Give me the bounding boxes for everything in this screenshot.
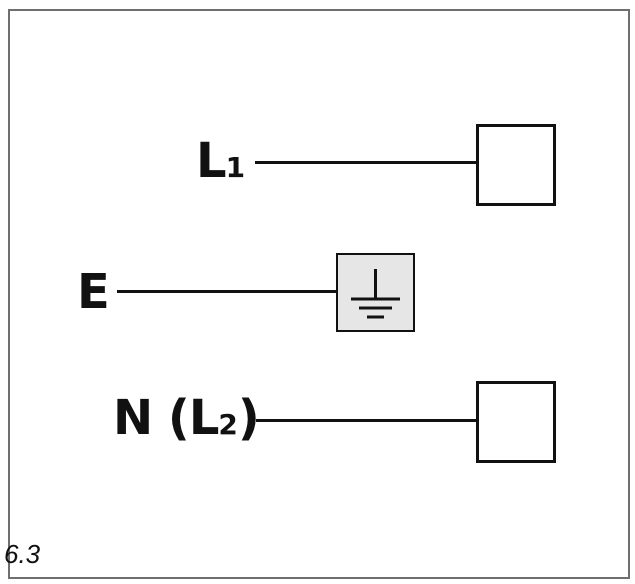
label-n-suffix: ) — [237, 390, 260, 446]
ground-icon — [351, 269, 400, 319]
label-l1-letter: L — [196, 133, 227, 189]
label-l1-subscript: 1 — [225, 151, 246, 184]
terminal-earth — [336, 253, 415, 332]
label-l1: L1 — [196, 137, 245, 185]
terminal-l1 — [476, 124, 556, 206]
label-e: E — [77, 268, 110, 316]
label-n-subscript: 2 — [218, 408, 238, 441]
label-n-prefix: N ( — [113, 390, 190, 446]
wire-l1 — [255, 161, 477, 164]
diagram-frame — [8, 9, 630, 579]
label-e-letter: E — [77, 264, 110, 320]
terminal-n — [476, 381, 556, 463]
figure-number: 6.3 — [4, 539, 41, 569]
label-n-letter: L — [188, 390, 220, 446]
wire-n — [256, 419, 477, 422]
label-n: N (L2) — [113, 394, 260, 442]
wire-e — [117, 290, 338, 293]
